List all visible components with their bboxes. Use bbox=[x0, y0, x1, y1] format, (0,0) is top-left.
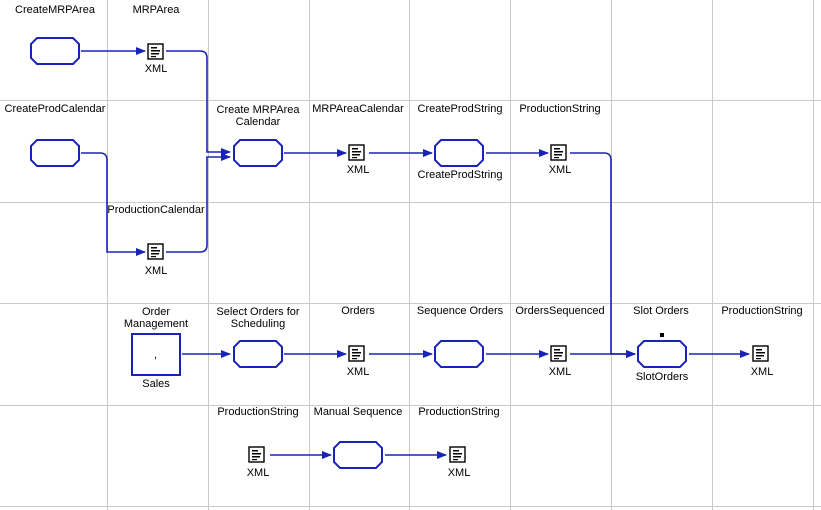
node-label-line1: Order bbox=[141, 306, 171, 318]
node-label-line2: Scheduling bbox=[230, 318, 286, 330]
connector-createprodcalendar-productioncalendar bbox=[81, 152, 146, 256]
xml-document-icon[interactable] bbox=[147, 243, 164, 260]
xml-document-icon[interactable] bbox=[550, 144, 567, 161]
doc-type: XML bbox=[144, 265, 168, 277]
doc-label: OrdersSequenced bbox=[515, 305, 605, 317]
doc-type: XML bbox=[750, 366, 774, 378]
node-label-line2: Management bbox=[123, 318, 189, 330]
node-label-line2: Calendar bbox=[235, 116, 281, 128]
doc-type: XML bbox=[447, 467, 471, 479]
node-sublabel: Sales bbox=[142, 378, 170, 390]
doc-label: ProductionString bbox=[519, 103, 601, 115]
xml-document-icon[interactable] bbox=[248, 446, 265, 463]
xml-document-icon[interactable] bbox=[752, 345, 769, 362]
node-create-mrp-area-calendar[interactable] bbox=[233, 139, 283, 167]
doc-label: MRPAreaCalendar bbox=[312, 103, 404, 115]
connector-productioncalendar-calendar bbox=[166, 153, 231, 253]
doc-type: XML bbox=[346, 164, 370, 176]
doc-label: MRPArea bbox=[132, 4, 180, 16]
doc-label: ProductionString bbox=[217, 406, 299, 418]
node-create-mrp-area[interactable] bbox=[30, 37, 80, 65]
doc-type: XML bbox=[346, 366, 370, 378]
node-label: Manual Sequence bbox=[313, 406, 403, 418]
doc-type: XML bbox=[548, 366, 572, 378]
node-label: Sequence Orders bbox=[416, 305, 504, 317]
node-create-prod-string[interactable] bbox=[434, 139, 484, 167]
xml-document-icon[interactable] bbox=[449, 446, 466, 463]
doc-label: ProductionString bbox=[721, 305, 803, 317]
node-slot-orders[interactable] bbox=[637, 340, 687, 368]
system-glyph: , bbox=[154, 349, 158, 361]
connector-mrparea-calendar bbox=[166, 50, 231, 156]
doc-type: XML bbox=[246, 467, 270, 479]
doc-type: XML bbox=[548, 164, 572, 176]
doc-label: ProductionCalendar bbox=[107, 204, 205, 216]
node-sequence-orders[interactable] bbox=[434, 340, 484, 368]
node-sublabel: SlotOrders bbox=[635, 371, 689, 383]
connector-productionstring-slotorders bbox=[570, 152, 636, 358]
node-sublabel: CreateProdString bbox=[417, 169, 503, 181]
xml-document-icon[interactable] bbox=[147, 43, 164, 60]
node-label: CreateMRPArea bbox=[15, 4, 95, 16]
node-label-line1: Select Orders for bbox=[216, 306, 300, 318]
node-manual-sequence[interactable] bbox=[333, 441, 383, 469]
xml-document-icon[interactable] bbox=[550, 345, 567, 362]
doc-label: Orders bbox=[341, 305, 375, 317]
slot-orders-handle[interactable] bbox=[660, 333, 664, 337]
node-label: CreateProdString bbox=[417, 103, 503, 115]
xml-document-icon[interactable] bbox=[348, 144, 365, 161]
doc-type: XML bbox=[144, 63, 168, 75]
node-create-prod-calendar[interactable] bbox=[30, 139, 80, 167]
xml-document-icon[interactable] bbox=[348, 345, 365, 362]
node-order-management[interactable]: , bbox=[131, 333, 181, 376]
node-label-line1: Create MRPArea bbox=[216, 104, 300, 116]
node-label: CreateProdCalendar bbox=[4, 103, 106, 115]
doc-label: ProductionString bbox=[418, 406, 500, 418]
node-select-orders[interactable] bbox=[233, 340, 283, 368]
node-label: Slot Orders bbox=[633, 305, 689, 317]
